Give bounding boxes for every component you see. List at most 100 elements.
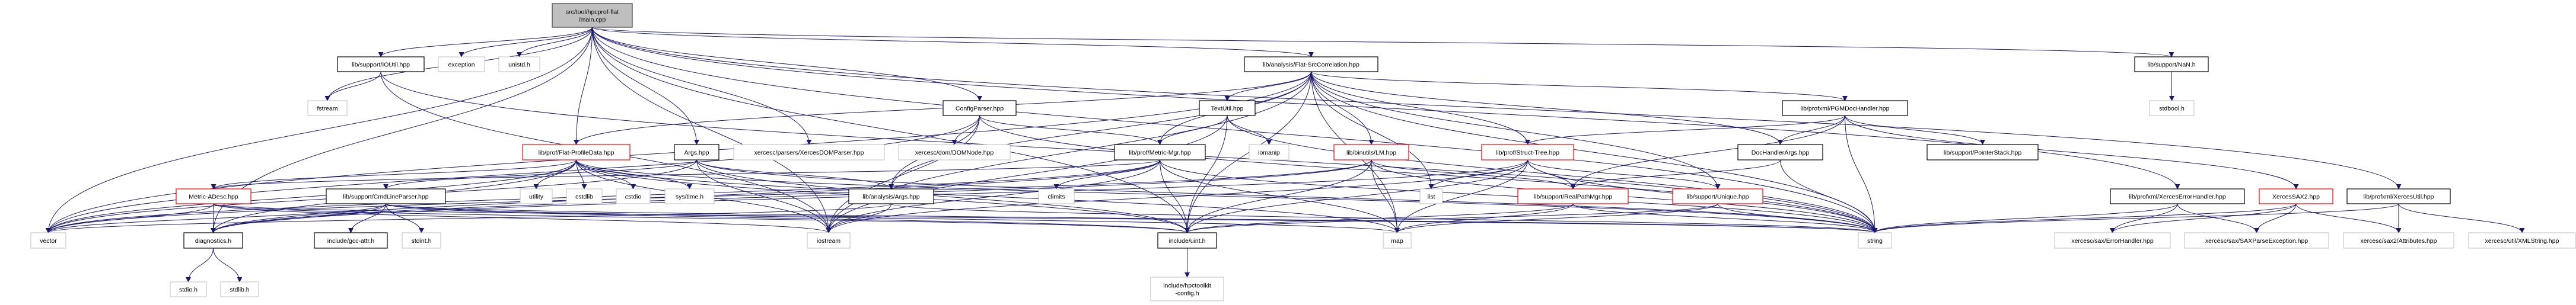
edge-main-to-flatsrc — [592, 27, 1314, 57]
node-vector: vector — [30, 232, 66, 249]
edge-xerrh-to-saxparse — [2177, 203, 2259, 233]
edge-pgmdoc-to-pointerstack — [1845, 115, 1985, 145]
edge-metricmgr-to-string — [1160, 159, 1878, 233]
node-attributes: xercesc/sax2/Attributes.hpp — [2343, 232, 2454, 249]
node-nan[interactable]: lib/support/NaN.h — [2134, 56, 2209, 72]
node-stdlib: stdlib.h — [220, 281, 259, 297]
node-box — [848, 188, 934, 204]
node-main[interactable]: src/tool/hpcprof-flat/main.cpp — [552, 3, 633, 28]
node-label: stdlib.h — [230, 286, 249, 293]
edge-main-to-flatprof — [574, 27, 593, 145]
node-cmdline[interactable]: lib/support/CmdLineParser.hpp — [326, 188, 446, 204]
node-label: exception — [448, 61, 475, 68]
edge-cmdline-to-stdint — [386, 203, 424, 233]
edge-main-to-uint — [592, 27, 1190, 233]
node-label: string — [1867, 237, 1883, 245]
node-box — [2184, 232, 2329, 249]
node-box — [552, 3, 633, 28]
node-lm[interactable]: lib/binutils/LM.hpp — [1333, 144, 1409, 160]
edge-xsax2-to-string — [1872, 203, 2297, 233]
node-errhandler: xercesc/sax/ErrorHandler.hpp — [2054, 232, 2171, 249]
node-pointerstack[interactable]: lib/support/PointerStack.hpp — [1927, 144, 2039, 160]
node-label: lib/prof/Metric-Mgr.hpp — [1129, 149, 1191, 156]
node-realpath[interactable]: lib/support/RealPathMgr.hpp — [1517, 188, 1629, 204]
node-args[interactable]: Args.hpp — [674, 144, 719, 160]
node-dochargs[interactable]: DocHandlerArgs.hpp — [1737, 144, 1823, 160]
node-label: xercesc/util/XMLString.hpp — [2485, 237, 2559, 245]
node-label: lib/profxml/XercesErrorHandler.hpp — [2129, 193, 2226, 200]
node-label: cstdlib — [575, 193, 593, 200]
node-box — [1249, 144, 1289, 160]
edge-cmdline-to-uint — [386, 203, 1190, 233]
node-label: lib/analysis/Args.hpp — [862, 193, 919, 200]
node-box — [1114, 144, 1206, 160]
node-metricmgr[interactable]: lib/prof/Metric-Mgr.hpp — [1114, 144, 1206, 160]
edge-nan-to-stdbool — [2169, 71, 2174, 101]
node-label: list — [1428, 193, 1435, 200]
node-flatprof[interactable]: lib/prof/Flat-ProfileData.hpp — [522, 144, 631, 160]
edge-dochargs-to-realpath — [1570, 159, 1781, 190]
edge-textutil-to-iostream — [826, 115, 1228, 233]
node-box — [1927, 144, 2039, 160]
node-ioutil[interactable]: lib/support/IOUtil.hpp — [337, 56, 425, 72]
node-label: stdio.h — [179, 286, 198, 293]
edge-configparser-to-domnode — [951, 115, 980, 145]
node-stdbool: stdbool.h — [2149, 100, 2195, 116]
edge-xsax2-to-errhandler — [2110, 203, 2297, 233]
node-label: stdbool.h — [2159, 105, 2185, 112]
edge-configparser-to-metricmgr — [979, 115, 1163, 145]
node-configparser[interactable]: ConfigParser.hpp — [942, 100, 1017, 116]
node-gccattr[interactable]: include/gcc-attr.h — [314, 232, 388, 249]
node-iomanip: iomanip — [1249, 144, 1289, 160]
node-label: map — [1391, 237, 1403, 245]
node-aargs[interactable]: lib/analysis/Args.hpp — [848, 188, 934, 204]
node-label: Metric-ADesc.hpp — [189, 193, 238, 200]
node-label: xercesc/sax/ErrorHandler.hpp — [2071, 237, 2153, 245]
node-metricadesc[interactable]: Metric-ADesc.hpp — [176, 188, 251, 204]
edge-flatprof-to-vector — [46, 159, 577, 233]
node-box — [1782, 100, 1908, 116]
node-structtree[interactable]: lib/prof/Struct-Tree.hpp — [1481, 144, 1574, 160]
node-textutil[interactable]: TextUtil.hpp — [1199, 100, 1256, 116]
node-label: -config.h — [1175, 290, 1199, 297]
edge-diagnostics-to-stdio — [186, 248, 214, 282]
node-xsax2[interactable]: XercesSAX2.hpp — [2259, 188, 2333, 204]
edge-lm-to-diagnostics — [211, 159, 1372, 233]
node-box — [1038, 188, 1075, 204]
edge-flatprof-to-cstdlib — [576, 159, 587, 190]
node-domnode: xercesc/dom/DOMNode.hpp — [898, 144, 1011, 160]
node-box — [314, 232, 388, 249]
node-list: list — [1419, 188, 1443, 204]
node-unistd: unistd.h — [498, 56, 540, 72]
node-box — [438, 56, 485, 72]
edge-xutil-to-string — [1872, 203, 2399, 233]
node-label: lib/analysis/Flat-SrcCorrelation.hpp — [1263, 61, 1359, 68]
edge-flatsrc-to-pgmdoc — [1311, 71, 1848, 101]
edge-pgmdoc-to-realpath — [1570, 115, 1845, 190]
node-label: xercesc/sax/SAXParseException.hpp — [2205, 237, 2308, 245]
edge-unique-to-string — [1717, 203, 1878, 233]
node-flatsrc[interactable]: lib/analysis/Flat-SrcCorrelation.hpp — [1244, 56, 1378, 72]
node-diagnostics[interactable]: diagnostics.h — [183, 232, 243, 249]
node-box — [733, 144, 885, 160]
node-box — [1737, 144, 1823, 160]
node-label: DocHandlerArgs.hpp — [1752, 149, 1810, 156]
node-label: XercesSAX2.hpp — [2272, 193, 2320, 200]
node-label: stdint.h — [412, 237, 432, 245]
node-exception: exception — [438, 56, 485, 72]
node-xutil[interactable]: lib/profxml/XercesUtil.hpp — [2346, 188, 2451, 204]
edge-main-to-nan — [592, 27, 2174, 57]
node-label: xercesc/parsers/XercesDOMParser.hpp — [754, 149, 864, 156]
node-label: lib/support/Unique.hpp — [1686, 193, 1749, 200]
node-box — [170, 281, 207, 297]
node-pgmdoc[interactable]: lib/profxml/PGMDocHandler.hpp — [1782, 100, 1908, 116]
node-unique[interactable]: lib/support/Unique.hpp — [1672, 188, 1763, 204]
node-uint[interactable]: include/uint.h — [1157, 232, 1217, 249]
edge-main-to-unistd — [517, 27, 593, 57]
edge-dochargs-to-string — [1780, 159, 1878, 233]
node-cstdio: cstdio — [616, 188, 651, 204]
node-xerrh[interactable]: lib/profxml/XercesErrorHandler.hpp — [2110, 188, 2245, 204]
node-box — [1858, 232, 1892, 249]
edge-realpath-to-string — [1572, 203, 1878, 233]
node-label: include/hpctoolkit — [1163, 282, 1211, 289]
